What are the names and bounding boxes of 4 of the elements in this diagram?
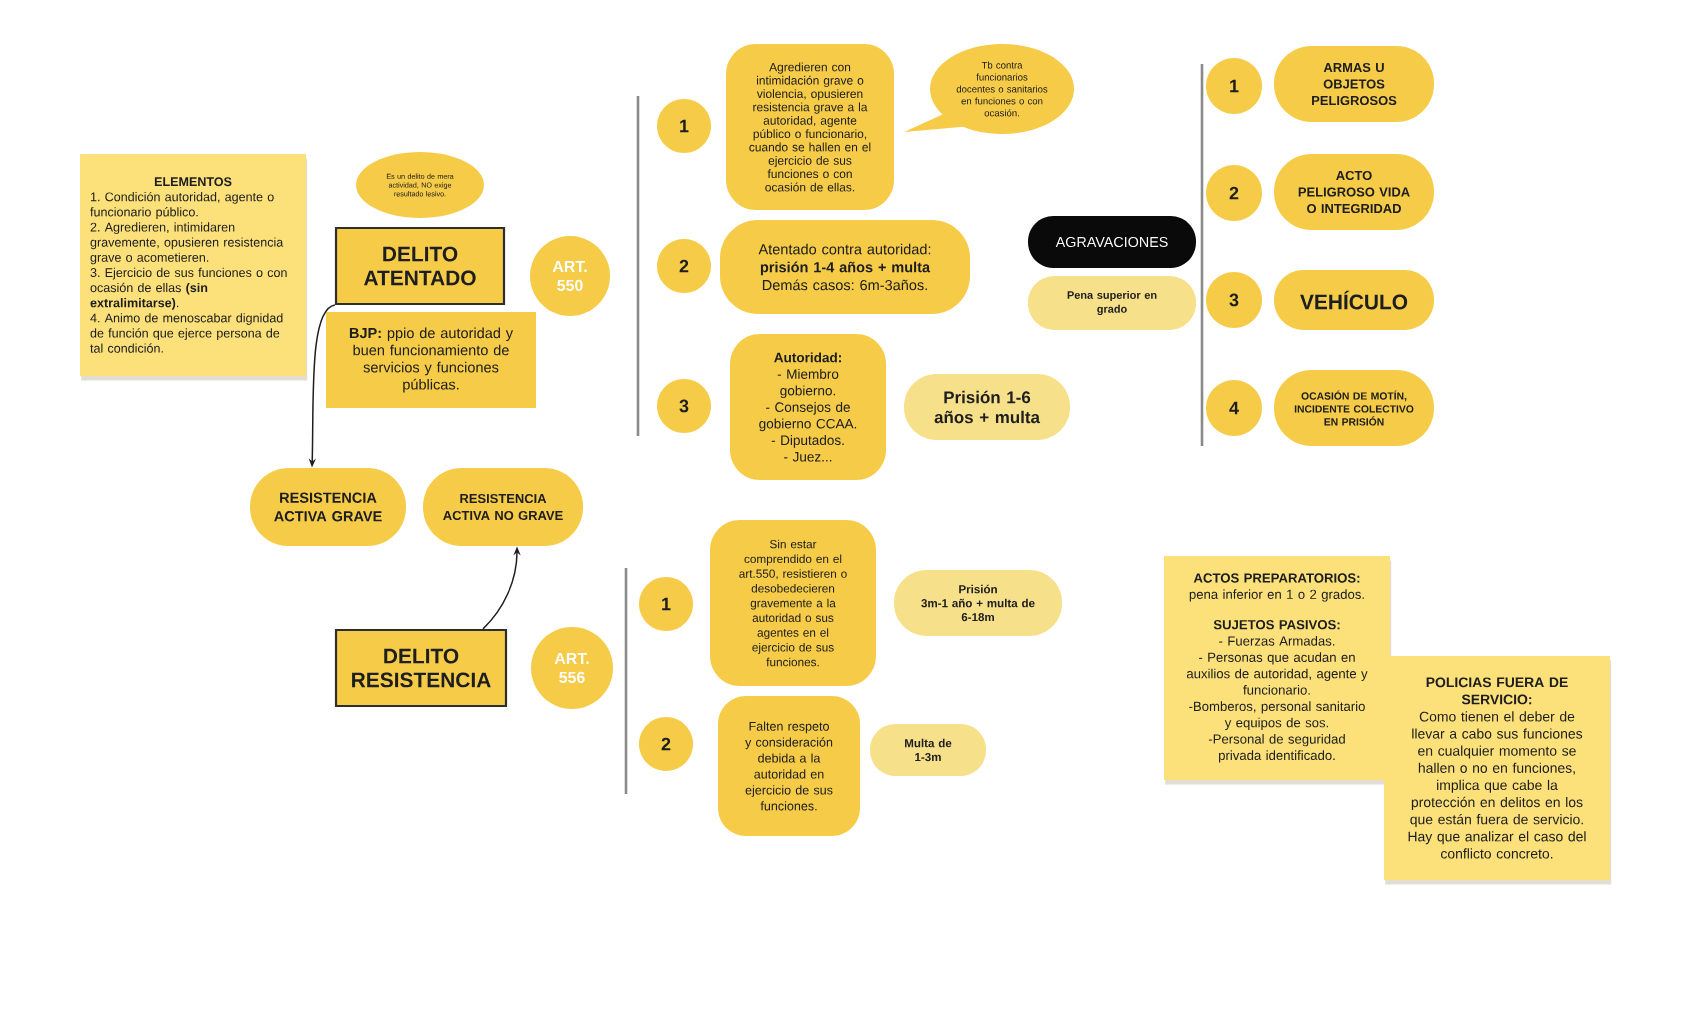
penalty-pill: Prisión 1-6 años + multa (904, 374, 1070, 440)
heading-box: DELITO ATENTADO (334, 226, 506, 306)
heading-box: DELITO RESISTENCIA (334, 628, 508, 708)
aggravation-pill: VEHÍCULO (1274, 270, 1434, 330)
